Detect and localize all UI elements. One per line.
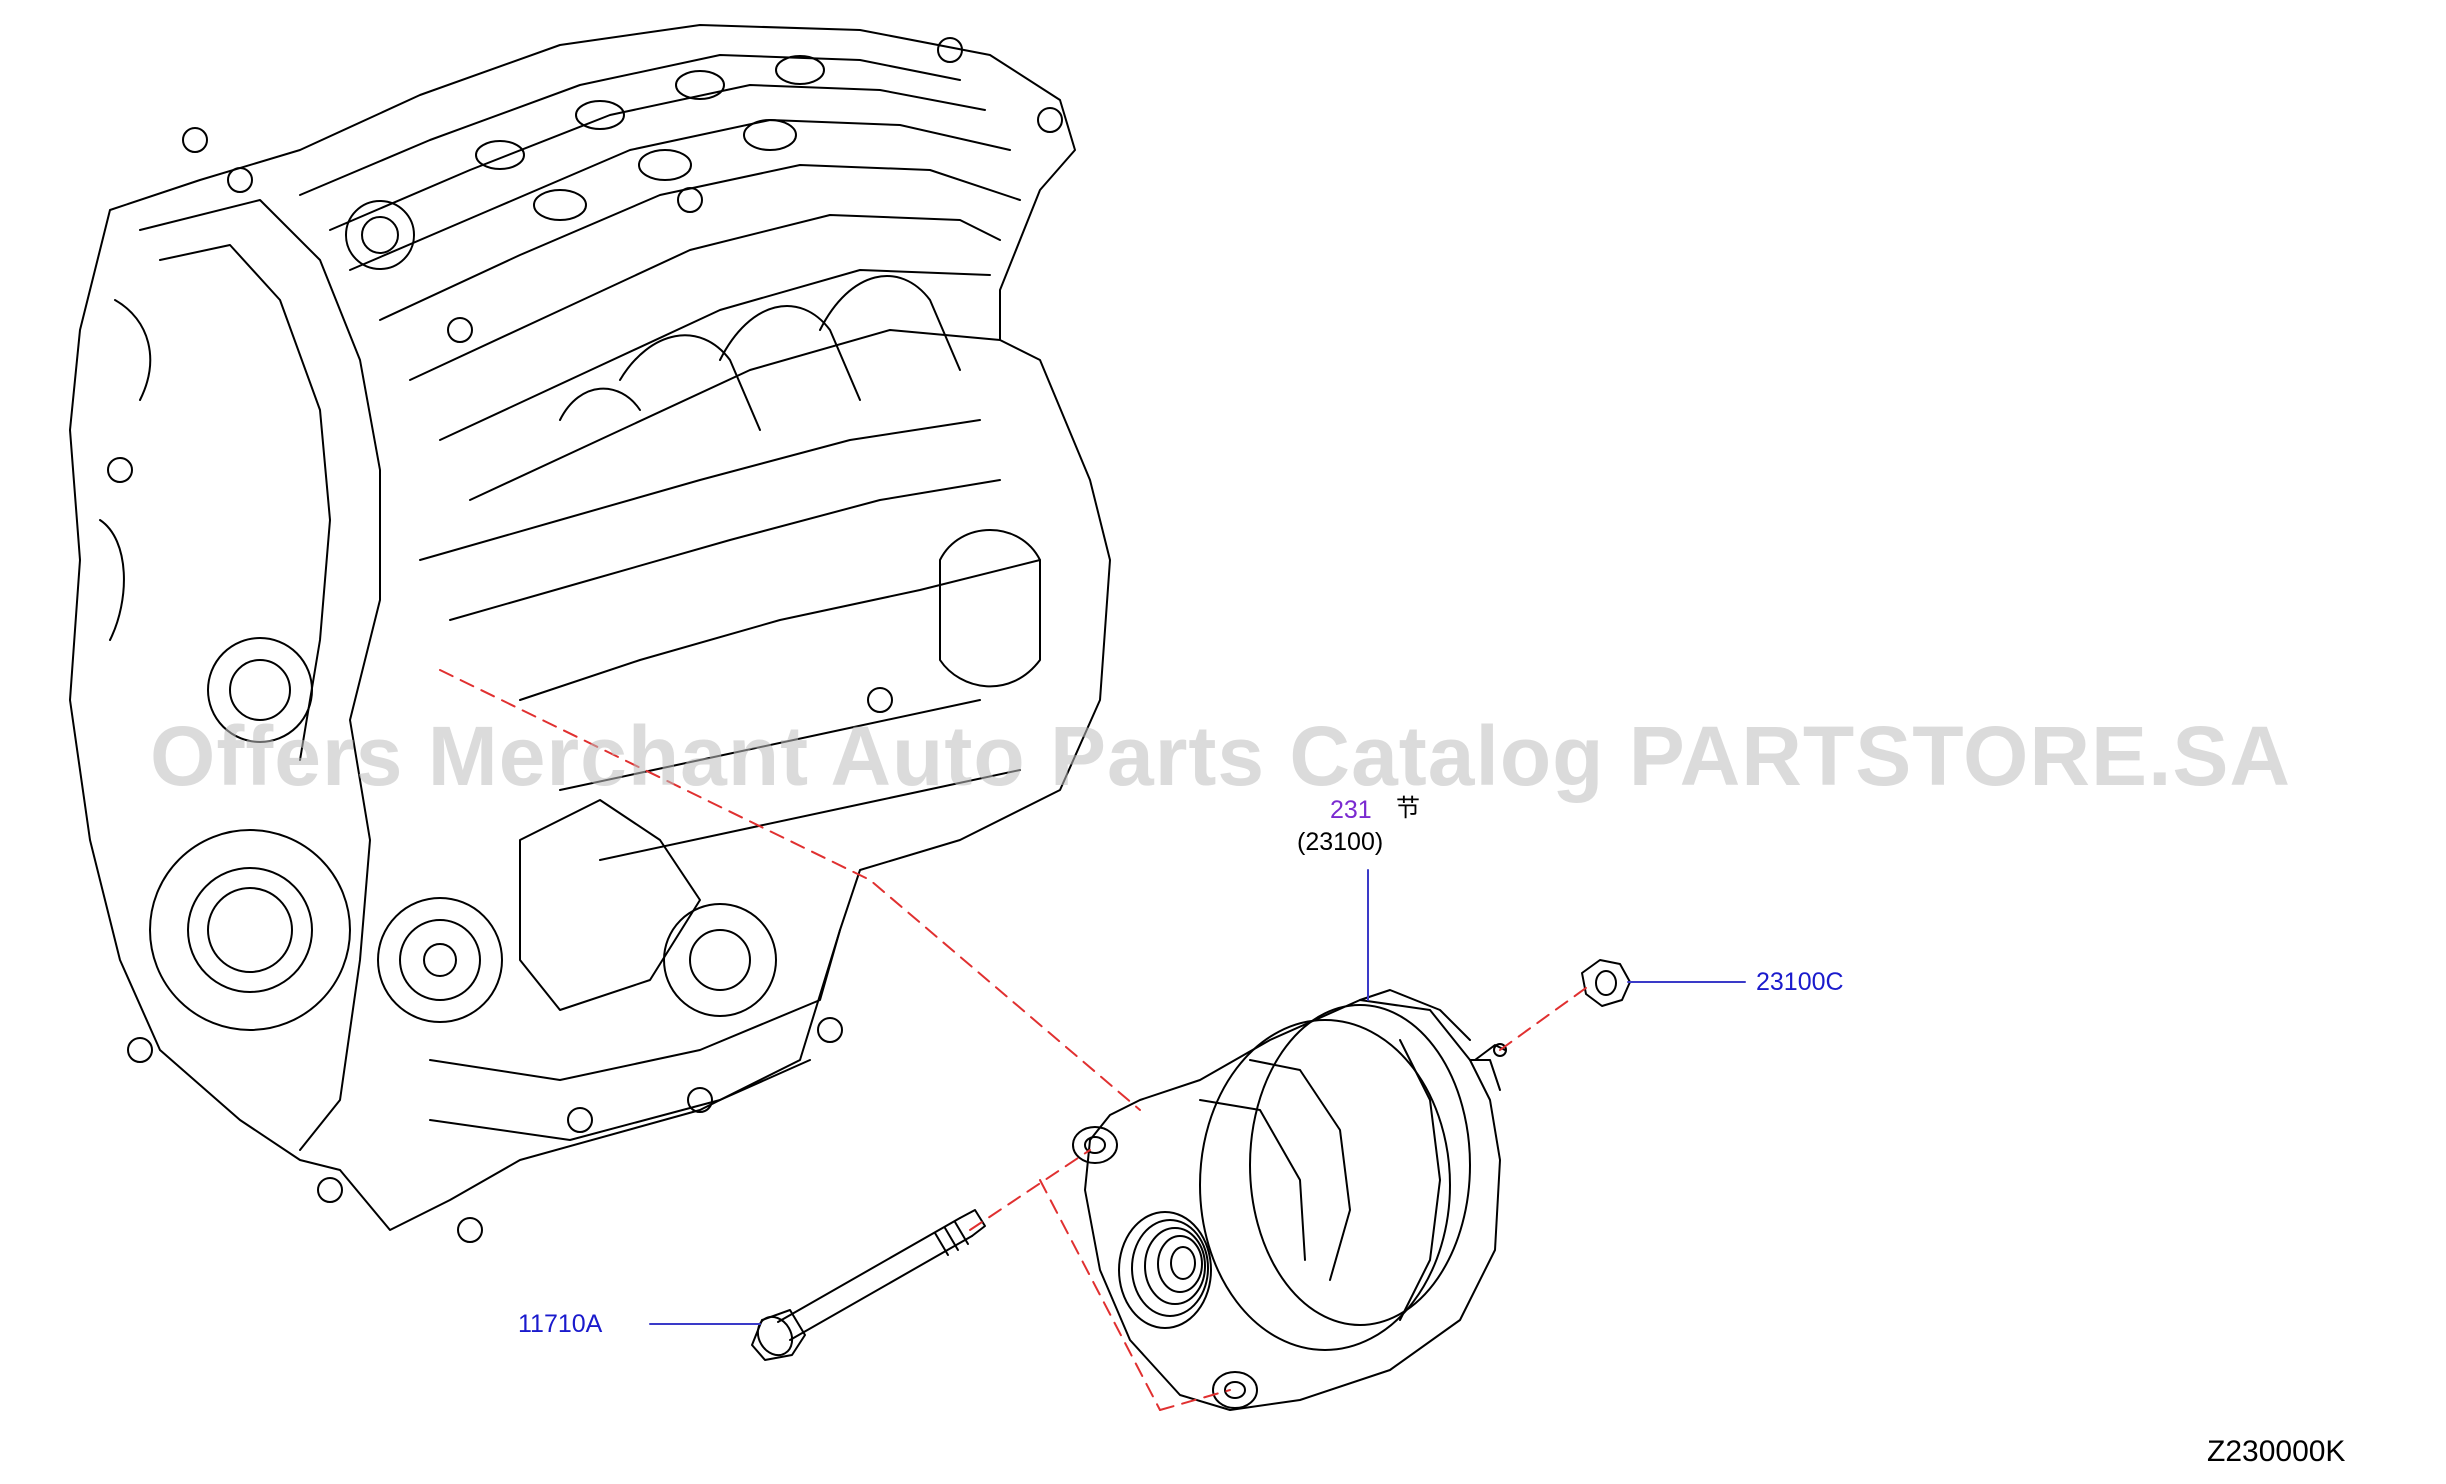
callout-bolt-part[interactable]: 11710A xyxy=(518,1310,603,1338)
nut-icon xyxy=(1581,959,1631,1007)
figure-code: Z230000K xyxy=(2207,1435,2346,1468)
leader-lines xyxy=(649,869,1746,1325)
bolt-icon xyxy=(751,1209,986,1361)
callout-nut-part[interactable]: 23100C xyxy=(1756,968,1844,996)
callout-assembly-part: (23100) xyxy=(1297,828,1384,856)
engine-block-icon xyxy=(69,24,1111,1243)
callout-section-code[interactable]: 231 xyxy=(1330,796,1372,824)
callout-section-symbol: 节 xyxy=(1396,794,1420,822)
alternator-icon xyxy=(1072,989,1507,1411)
assembly-dashed-lines xyxy=(439,669,1591,1411)
